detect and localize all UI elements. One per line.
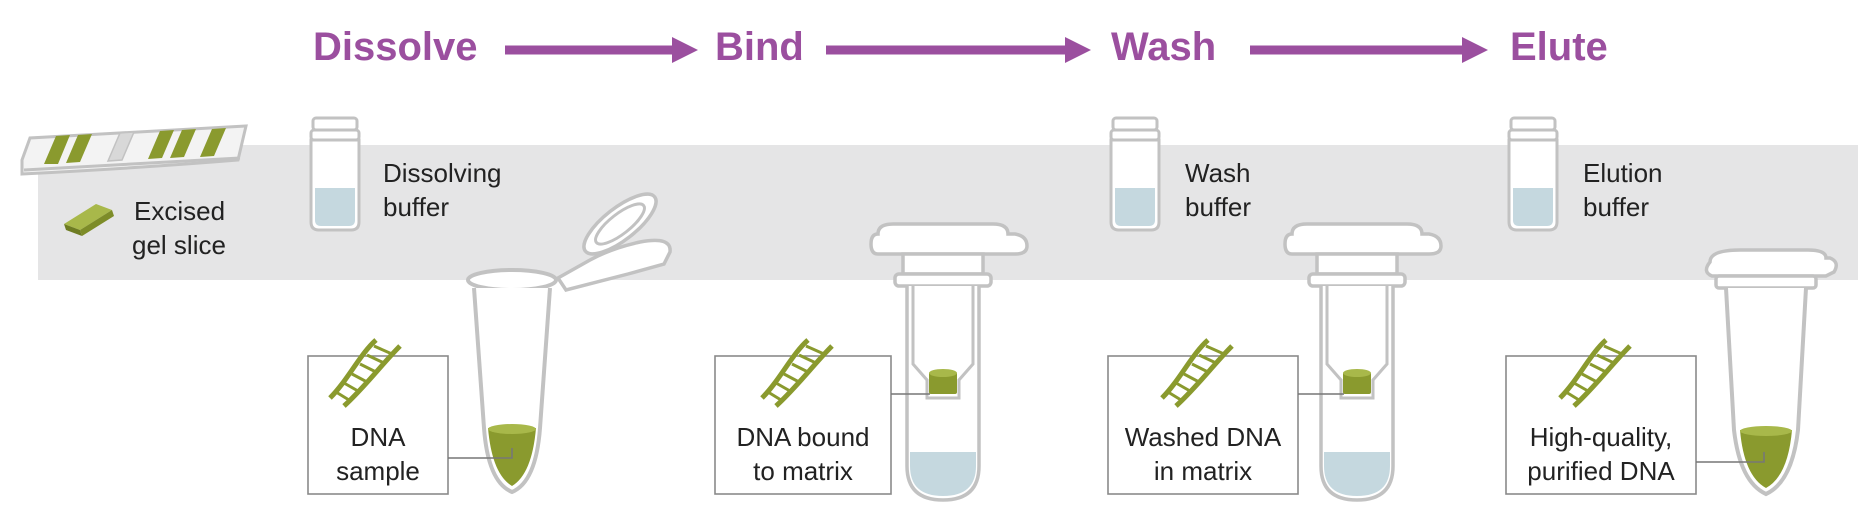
dna-box-washed: Washed DNA in matrix xyxy=(1107,340,1299,495)
step-label-elute: Elute xyxy=(1510,25,1608,69)
dna-box-sample-line1: DNA xyxy=(351,422,407,452)
dna-box-washed-line1: Washed DNA xyxy=(1125,422,1282,452)
gel-slice-label-line2: gel slice xyxy=(132,230,226,260)
gel-icon xyxy=(20,124,248,176)
dna-box-sample-line2: sample xyxy=(336,456,420,486)
elution-buffer-vial-icon xyxy=(1507,116,1559,232)
dna-box-purified-line2: purified DNA xyxy=(1527,456,1675,486)
elution-buffer-label-line2: buffer xyxy=(1583,192,1649,222)
leader-line-purified xyxy=(1696,452,1765,463)
gel-slice-label-line1: Excised xyxy=(134,196,225,226)
wash-buffer-label-line2: buffer xyxy=(1185,192,1251,222)
wash-buffer-vial-icon xyxy=(1109,116,1161,232)
dna-box-bound: DNA bound to matrix xyxy=(714,340,892,495)
step-label-bind: Bind xyxy=(715,25,804,69)
dna-box-purified-line1: High-quality, xyxy=(1530,422,1673,452)
dissolving-buffer-label-line1: Dissolving xyxy=(383,158,502,188)
elution-tube-icon xyxy=(1704,248,1838,497)
dna-box-bound-line2: to matrix xyxy=(753,456,853,486)
arrow-dissolve-to-bind xyxy=(505,37,698,63)
dna-box-purified: High-quality, purified DNA xyxy=(1505,340,1697,495)
gel-slice-icon xyxy=(64,204,114,236)
sample-tube-icon xyxy=(466,192,672,495)
step-label-dissolve: Dissolve xyxy=(313,25,478,69)
spin-column-bind-icon xyxy=(869,222,1029,502)
elution-buffer-label-line1: Elution xyxy=(1583,158,1663,188)
dna-box-bound-line1: DNA bound xyxy=(737,422,870,452)
dna-box-washed-line2: in matrix xyxy=(1154,456,1252,486)
arrow-bind-to-wash xyxy=(826,37,1091,63)
dissolving-buffer-vial-icon xyxy=(309,116,361,232)
wash-buffer-label-line1: Wash xyxy=(1185,158,1251,188)
arrow-wash-to-elute xyxy=(1250,37,1488,63)
dna-box-sample: DNA sample xyxy=(307,340,449,495)
step-label-wash: Wash xyxy=(1111,25,1216,69)
leader-line-sample xyxy=(448,448,513,459)
dissolving-buffer-label-line2: buffer xyxy=(383,192,449,222)
spin-column-wash-icon xyxy=(1283,222,1443,502)
